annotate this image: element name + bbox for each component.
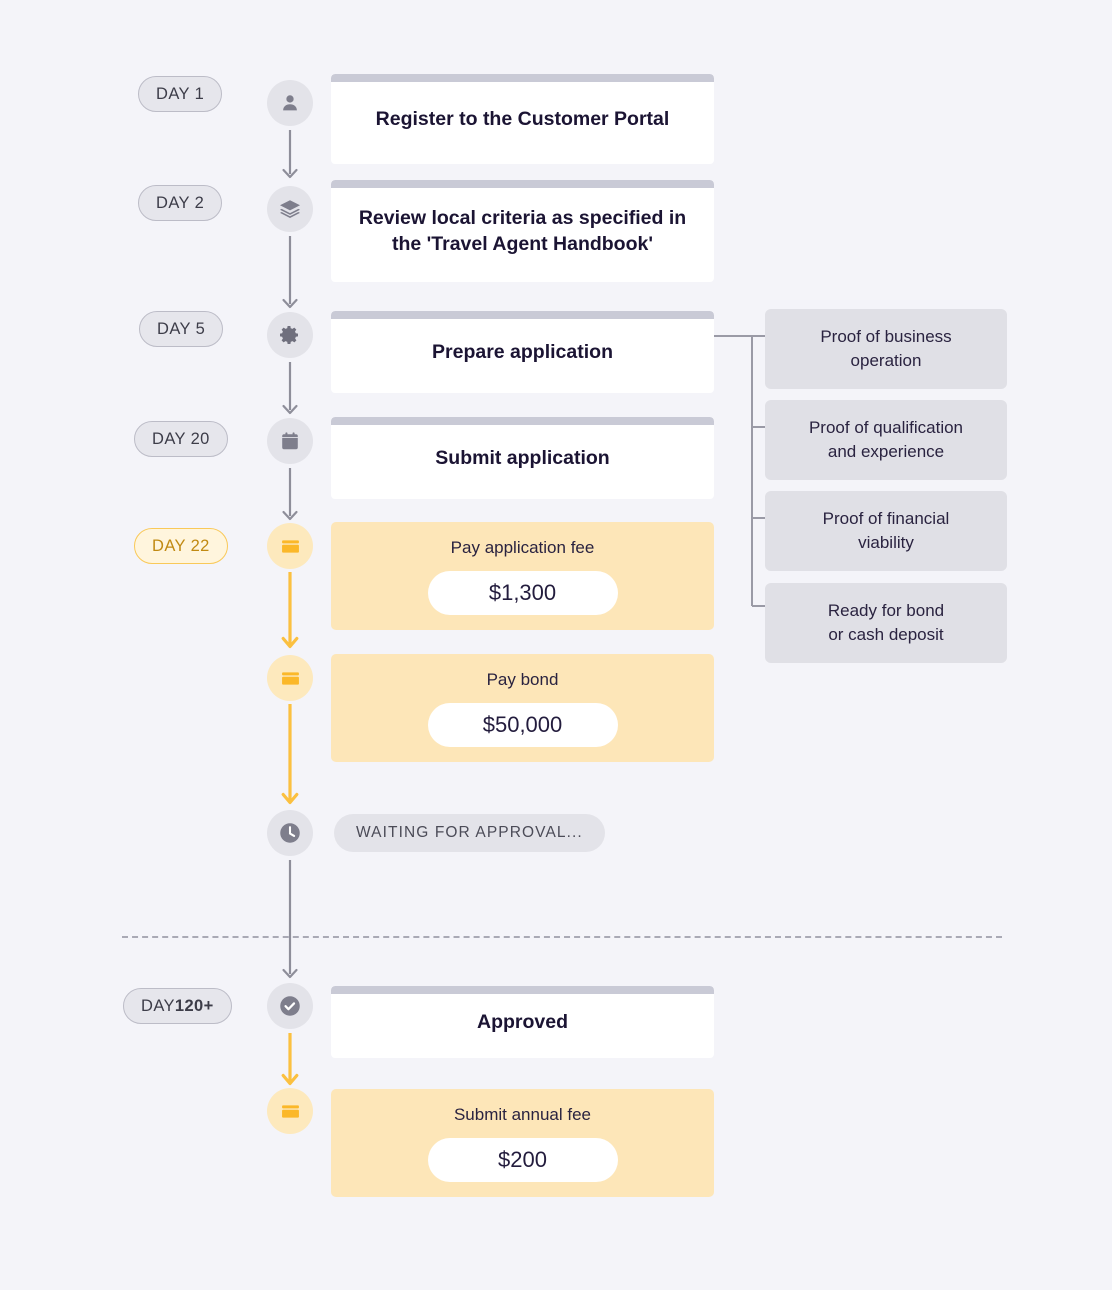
node-waiting-for-approval[interactable] [267, 810, 313, 856]
day-pill-label: DAY 1 [156, 84, 205, 103]
credit-card-icon [279, 1100, 302, 1123]
connector-arrow-1 [275, 130, 305, 184]
payment-amount: $1,300 [427, 570, 618, 615]
requirement-line-1: Proof of business [820, 327, 952, 347]
day-pill-label: DAY 20 [152, 429, 210, 448]
credit-card-icon [279, 535, 302, 558]
requirement-line-2: and experience [827, 442, 945, 461]
node-submit-application[interactable] [267, 418, 313, 464]
day-pill-day-2: DAY 2 [138, 185, 223, 221]
node-approved[interactable] [267, 983, 313, 1029]
step-card-prepare-application[interactable]: Prepare application [331, 311, 714, 393]
connector-arrow-3 [275, 362, 305, 420]
payment-label: Submit annual fee [453, 1104, 592, 1124]
card-top-accent-bar [331, 417, 714, 425]
day-pill-label: DAY 2 [156, 193, 205, 212]
card-top-accent-bar [331, 74, 714, 82]
requirement-box-proof-qualification[interactable]: Proof of qualification and experience [765, 400, 1007, 480]
payment-card-application-fee[interactable]: Pay application fee $1,300 [331, 522, 714, 630]
check-circle-icon [277, 993, 303, 1019]
step-card-review-criteria[interactable]: Review local criteria as specified in th… [331, 180, 714, 282]
connector-arrow-8-amber [275, 1033, 305, 1093]
node-register[interactable] [267, 80, 313, 126]
requirement-line-2: viability [858, 533, 914, 552]
payment-amount: $200 [427, 1137, 618, 1182]
day-pill-day-120-plus: DAY 120+ [123, 988, 232, 1024]
payment-label: Pay bond [486, 669, 559, 689]
node-pay-bond[interactable] [267, 655, 313, 701]
calendar-icon [279, 430, 301, 452]
card-title: Prepare application [432, 340, 613, 363]
phase-divider [122, 936, 1002, 938]
layers-icon [278, 197, 302, 221]
requirement-line-2: or cash deposit [828, 625, 944, 644]
requirement-box-proof-financial-viability[interactable]: Proof of financial viability [765, 491, 1007, 571]
connector-arrow-4 [275, 468, 305, 526]
requirement-text: Proof of business operation [804, 325, 967, 373]
card-top-accent-bar [331, 180, 714, 188]
clock-icon [277, 820, 303, 846]
card-title: Approved [476, 1010, 568, 1033]
day-pill-label: DAY 22 [152, 536, 210, 555]
day-pill-day-5: DAY 5 [139, 311, 224, 347]
node-review-criteria[interactable] [267, 186, 313, 232]
day-pill-day-20: DAY 20 [134, 421, 228, 457]
day-pill-label-strong: 120+ [174, 996, 214, 1015]
connector-arrow-2 [275, 236, 305, 314]
connector-arrow-7 [275, 860, 305, 984]
status-badge-label: WAITING FOR APPROVAL... [356, 824, 583, 841]
requirement-line-1: Ready for bond [827, 601, 945, 621]
day-pill-day-22: DAY 22 [134, 528, 228, 564]
card-title: Register to the Customer Portal [375, 107, 670, 130]
step-card-submit-application[interactable]: Submit application [331, 417, 714, 499]
node-submit-annual-fee[interactable] [267, 1088, 313, 1134]
requirement-text: Proof of qualification and experience [793, 416, 979, 464]
requirement-text: Ready for bond or cash deposit [812, 599, 960, 647]
requirement-text: Proof of financial viability [807, 507, 966, 555]
payment-card-annual-fee[interactable]: Submit annual fee $200 [331, 1089, 714, 1197]
step-card-register[interactable]: Register to the Customer Portal [331, 74, 714, 164]
day-pill-day-1: DAY 1 [138, 76, 223, 112]
node-pay-application-fee[interactable] [267, 523, 313, 569]
card-top-accent-bar [331, 986, 714, 994]
payment-label: Pay application fee [450, 537, 595, 557]
payment-amount: $50,000 [427, 702, 618, 747]
card-top-accent-bar [331, 311, 714, 319]
day-pill-label-prefix: DAY [141, 996, 175, 1015]
card-title: Review local criteria as specified in th… [358, 206, 687, 255]
connector-arrow-6-amber [275, 704, 305, 812]
requirement-line-2: operation [850, 351, 922, 370]
node-prepare-application[interactable] [267, 312, 313, 358]
credit-card-icon [279, 667, 302, 690]
card-title: Submit application [435, 446, 610, 469]
step-card-approved[interactable]: Approved [331, 986, 714, 1058]
requirement-box-ready-for-bond[interactable]: Ready for bond or cash deposit [765, 583, 1007, 663]
day-pill-label: DAY 5 [157, 319, 206, 338]
person-icon [279, 92, 301, 114]
connector-arrow-5-amber [275, 572, 305, 656]
gear-icon [278, 323, 302, 347]
requirement-line-1: Proof of financial [822, 509, 950, 529]
status-badge-waiting-for-approval: WAITING FOR APPROVAL... [334, 814, 605, 852]
payment-card-bond[interactable]: Pay bond $50,000 [331, 654, 714, 762]
requirement-box-proof-business-operation[interactable]: Proof of business operation [765, 309, 1007, 389]
requirement-line-1: Proof of qualification [808, 418, 964, 438]
